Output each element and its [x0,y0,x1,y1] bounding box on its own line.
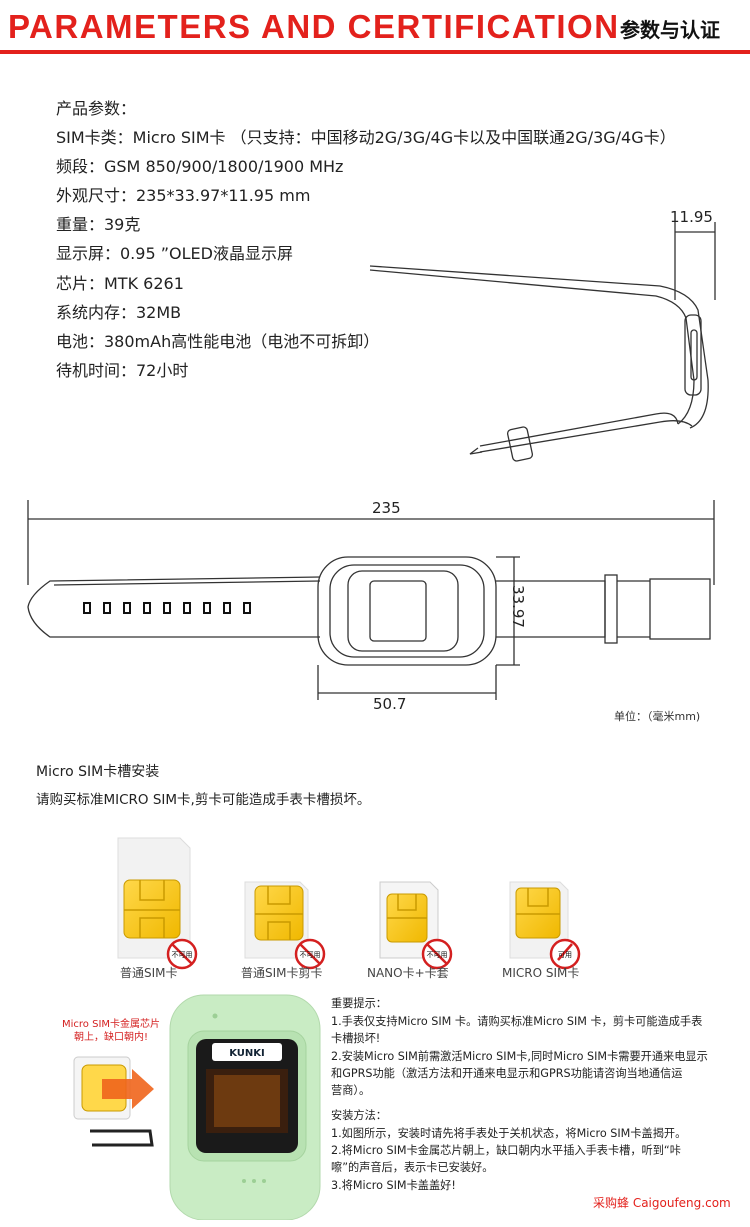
sim-card-types: 不可用 不可用 不可用 可用 [117,837,581,970]
forbidden-icon: 不可用 [294,938,326,970]
notes-title: 重要提示： [331,997,387,1010]
svg-text:不可用: 不可用 [300,951,321,959]
note-line: 2.安装Micro SIM前需激活Micro SIM卡,同时Micro SIM卡… [331,1050,708,1063]
watch-side-view-drawing: 11.95 [369,208,716,462]
note-line: 和GPRS功能（激活方法和开通来电显示和GPRS功能请咨询当地通信运 [331,1067,683,1080]
install-title: 安装方法： [331,1109,387,1122]
svg-text:可用: 可用 [558,951,572,959]
header-divider [0,50,750,54]
watch-brand-logo: KUNKI [229,1048,265,1059]
svg-text:不可用: 不可用 [172,951,193,959]
forbidden-icon: 不可用 [166,938,198,970]
sim-card-standard [117,837,191,959]
sim-card-cut [244,881,309,959]
note-line: 卡槽损坏! [331,1032,381,1045]
arrow-right-icon [102,1069,154,1109]
dim-thickness: 11.95 [670,208,713,226]
sim-card-label: NANO卡+卡套 [367,966,449,980]
spec-memory: 系统内存：32MB [56,303,182,322]
watch-sim-install-illustration: KUNKI [73,994,321,1220]
install-line: 3.将Micro SIM卡盖盖好! [331,1179,456,1192]
sim-callout: Micro SIM卡金属芯片 朝上，缺口朝内! [62,1018,160,1044]
install-line: 嚓”的声音后，表示卡已安装好。 [331,1161,494,1174]
dim-length: 235 [372,499,401,517]
svg-text:不可用: 不可用 [427,951,448,959]
sim-section-subtitle: 请购买标准MICRO SIM卡,剪卡可能造成手表卡槽损坏。 [36,792,371,808]
watermark: 采购蜂 Caigoufeng.com [593,1196,731,1210]
dim-face: 50.7 [373,695,406,713]
allowed-icon: 可用 [549,938,581,970]
sim-card-micro [509,881,569,959]
page-title-cn: 参数与认证 [620,18,720,42]
spec-sim: SIM卡类：Micro SIM卡 （只支持：中国移动2G/3G/4G卡以及中国联… [56,128,676,147]
page-title: PARAMETERS AND CERTIFICATION [8,8,620,45]
forbidden-icon: 不可用 [421,938,453,970]
spec-size: 外观尺寸：235*33.97*11.95 mm [56,186,311,205]
watch-top-view-drawing: 235 50.7 33.97 [27,499,715,713]
sim-card-label: MICRO SIM卡 [502,966,580,980]
spec-band: 频段：GSM 850/900/1800/1900 MHz [56,157,344,176]
dim-width: 33.97 [509,585,527,628]
spec-heading: 产品参数： [56,99,137,118]
callout-line: 朝上，缺口朝内! [74,1032,149,1043]
spec-battery: 电池：380mAh高性能电池（电池不可拆卸） [56,332,380,351]
callout-line: Micro SIM卡金属芯片 [62,1019,161,1030]
note-line: 1.手表仅支持Micro SIM 卡。请购买标准Micro SIM 卡，剪卡可能… [331,1015,703,1028]
note-line: 营商）。 [331,1084,371,1097]
sim-card-label: 普通SIM卡剪卡 [241,966,323,980]
spec-weight: 重量：39克 [56,215,141,234]
spec-chip: 芯片：MTK 6261 [56,274,184,293]
unit-label: 单位：（毫米mm) [614,710,701,723]
install-line: 1.如图所示，安装时请先将手表处于关机状态，将Micro SIM卡盖揭开。 [331,1127,687,1140]
sim-section-title: Micro SIM卡槽安装 [36,764,160,780]
sim-card-label: 普通SIM卡 [120,966,178,980]
spec-display: 显示屏：0.95 ”OLED液晶显示屏 [56,244,293,263]
install-line: 2.将Micro SIM卡金属芯片朝上，缺口朝内水平插入手表卡槽，听到“咔 [331,1144,681,1157]
sim-card-nano [379,881,439,959]
spec-standby: 待机时间：72小时 [56,361,189,380]
